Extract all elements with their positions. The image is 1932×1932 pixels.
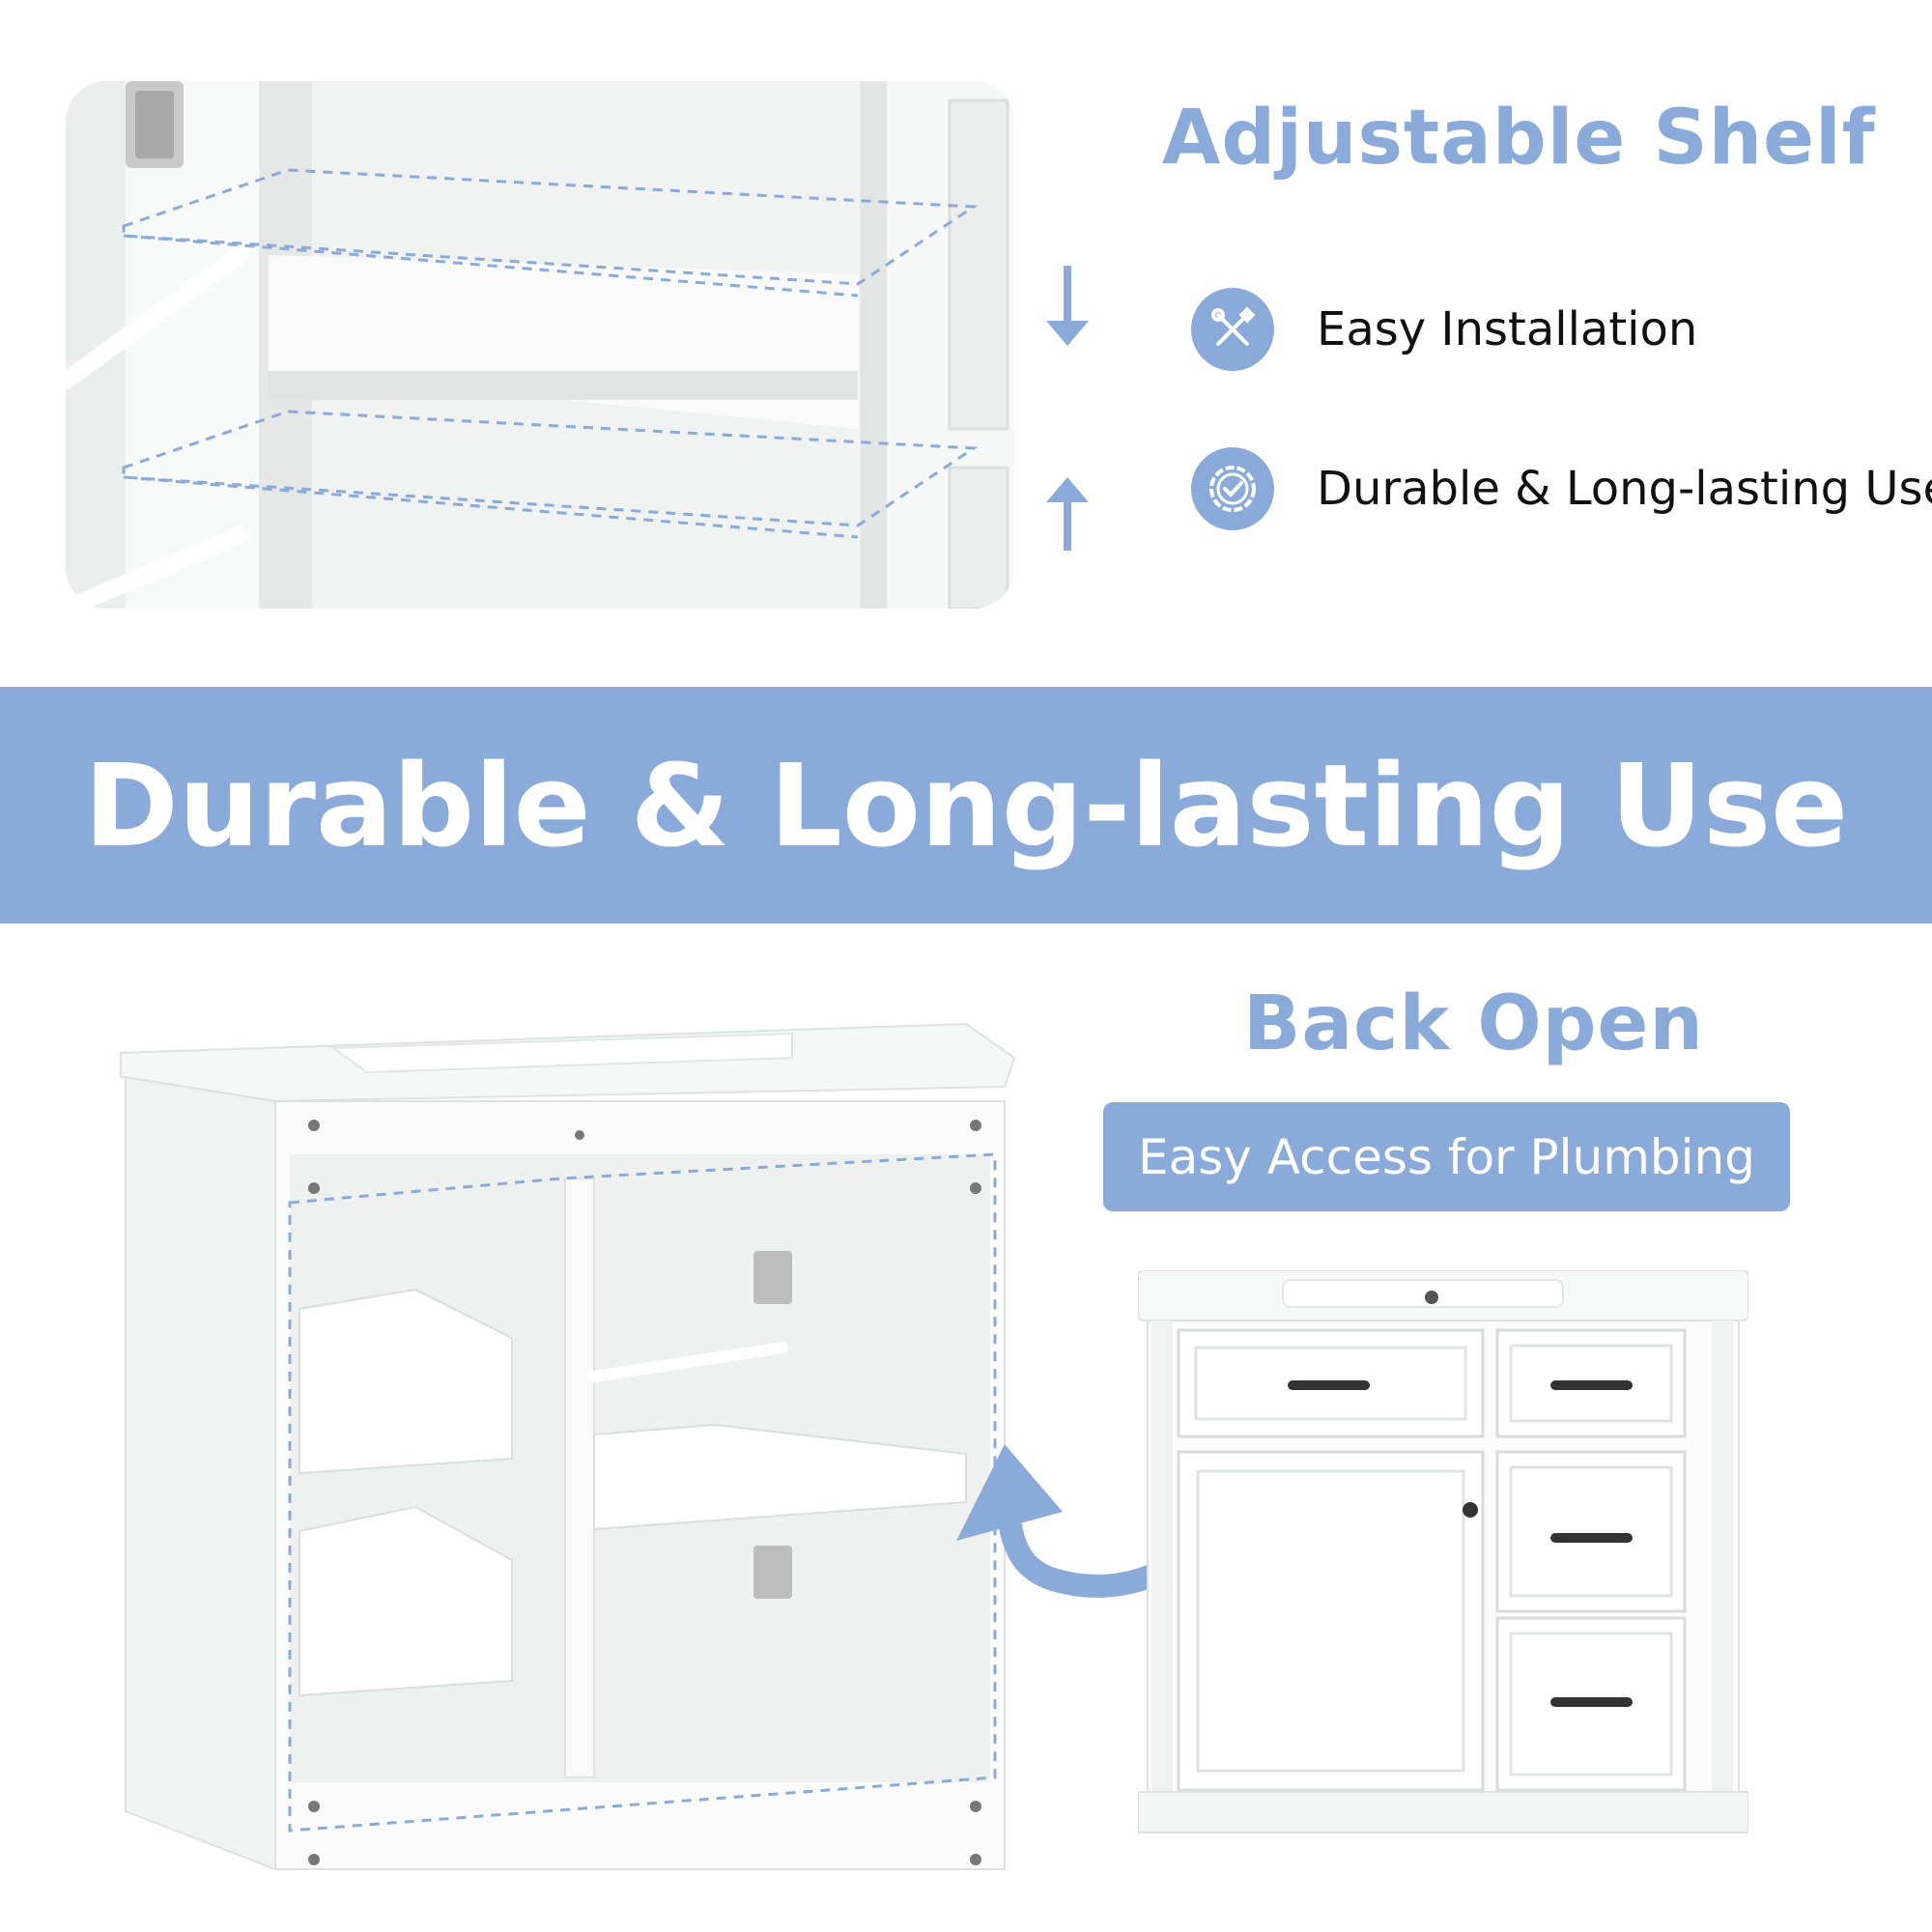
arrow-down-icon <box>1046 266 1089 346</box>
front-vanity-illustration <box>1137 1269 1749 1835</box>
shelf-closeup-photo <box>66 81 1014 609</box>
durable-banner: Durable & Long-lasting Use <box>0 687 1932 923</box>
open-back-cabinet-illustration <box>116 1019 1024 1879</box>
banner-text: Durable & Long-lasting Use <box>83 738 1849 872</box>
badge-check-icon <box>1191 447 1274 530</box>
feature-durable: Durable & Long-lasting Use <box>1191 447 1932 530</box>
feature-label: Durable & Long-lasting Use <box>1317 462 1932 516</box>
feature-label: Easy Installation <box>1317 302 1698 356</box>
arrow-up-icon <box>1046 477 1089 551</box>
pill-text: Easy Access for Plumbing <box>1138 1128 1755 1185</box>
shelf-closeup-illustration <box>66 81 1014 609</box>
adjust-arrows <box>1046 266 1089 551</box>
plumbing-access-pill: Easy Access for Plumbing <box>1103 1102 1790 1211</box>
back-open-heading: Back Open <box>1243 980 1704 1067</box>
tools-icon <box>1191 288 1274 371</box>
adjustable-shelf-heading: Adjustable Shelf <box>1162 95 1876 182</box>
feature-easy-installation: Easy Installation <box>1191 288 1697 371</box>
